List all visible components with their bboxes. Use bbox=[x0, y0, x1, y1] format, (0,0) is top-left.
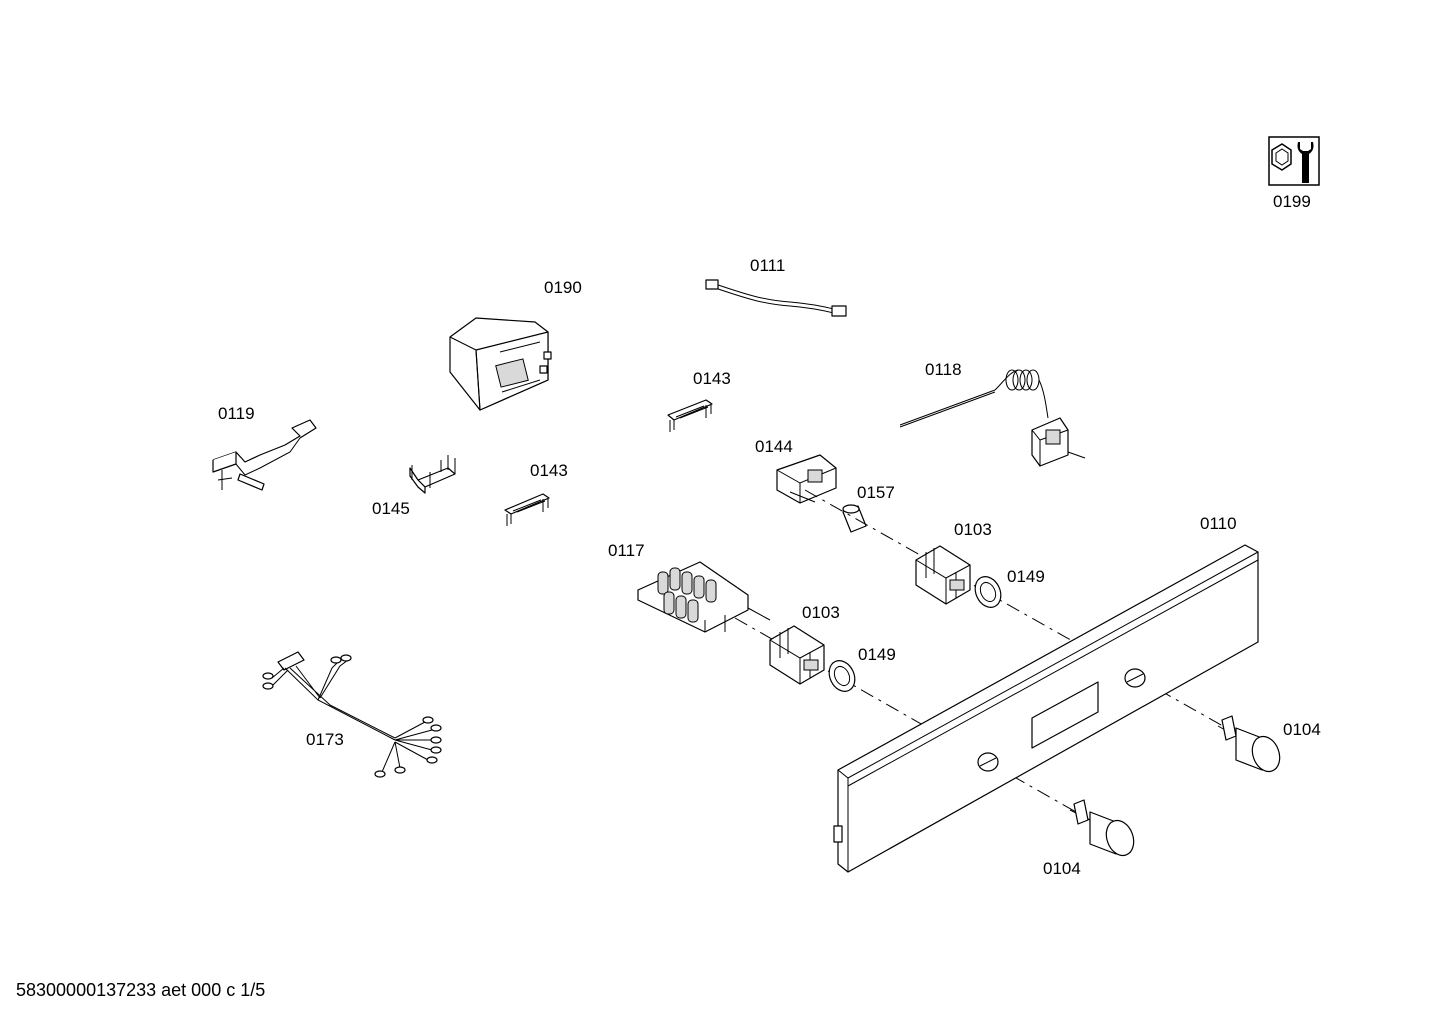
part-0149-ring-upper bbox=[974, 576, 1002, 608]
part-0157-lamp bbox=[842, 504, 867, 533]
callout-0199: 0199 bbox=[1273, 192, 1311, 211]
callout-0104-bottom: 0104 bbox=[1043, 859, 1081, 878]
part-0149-ring-lower bbox=[828, 660, 856, 692]
callout-0149-lower: 0149 bbox=[858, 645, 896, 664]
part-0104-knob-right bbox=[1217, 715, 1281, 773]
part-0143-clip-lower bbox=[504, 493, 550, 526]
wrench-nut-icon[interactable] bbox=[1268, 136, 1320, 186]
callout-0103-upper: 0103 bbox=[954, 520, 992, 539]
callout-0119: 0119 bbox=[218, 404, 255, 423]
part-0117-selector-switch bbox=[637, 561, 771, 633]
callout-0118: 0118 bbox=[925, 360, 962, 379]
part-0143-clip-upper bbox=[667, 399, 713, 432]
callout-0173: 0173 bbox=[306, 730, 344, 749]
callout-0144: 0144 bbox=[755, 437, 793, 456]
callout-0143-lower: 0143 bbox=[530, 461, 568, 480]
part-0173-wiring-harness bbox=[262, 651, 442, 778]
part-0103-switch-upper bbox=[915, 545, 971, 605]
document-id: 58300000137233 aet 000 c 1/5 bbox=[16, 980, 266, 1000]
part-0190-electronic-module bbox=[449, 317, 552, 411]
callout-labels: 0199 0111 0190 0143 0118 0119 0144 0145 … bbox=[218, 192, 1321, 878]
callout-0103-lower: 0103 bbox=[802, 603, 840, 622]
callout-0190: 0190 bbox=[544, 278, 582, 297]
callout-0111: 0111 bbox=[750, 256, 785, 275]
part-0145-clip bbox=[409, 455, 456, 494]
callout-0104-right: 0104 bbox=[1283, 720, 1321, 739]
part-0118-thermostat bbox=[899, 369, 1086, 467]
callout-0110: 0110 bbox=[1200, 514, 1237, 533]
part-0111-ribbon-cable bbox=[705, 279, 847, 317]
callout-0157: 0157 bbox=[857, 483, 895, 502]
part-0104-knob-bottom bbox=[1069, 799, 1135, 857]
part-0144-holder bbox=[776, 454, 837, 504]
part-0110-control-panel bbox=[833, 544, 1259, 873]
callout-0117: 0117 bbox=[608, 541, 645, 560]
part-0103-switch-lower bbox=[769, 625, 825, 685]
callout-0149-upper: 0149 bbox=[1007, 567, 1045, 586]
callout-0143-upper: 0143 bbox=[693, 369, 731, 388]
callout-0145: 0145 bbox=[372, 499, 410, 518]
part-0119-bracket bbox=[212, 419, 317, 491]
